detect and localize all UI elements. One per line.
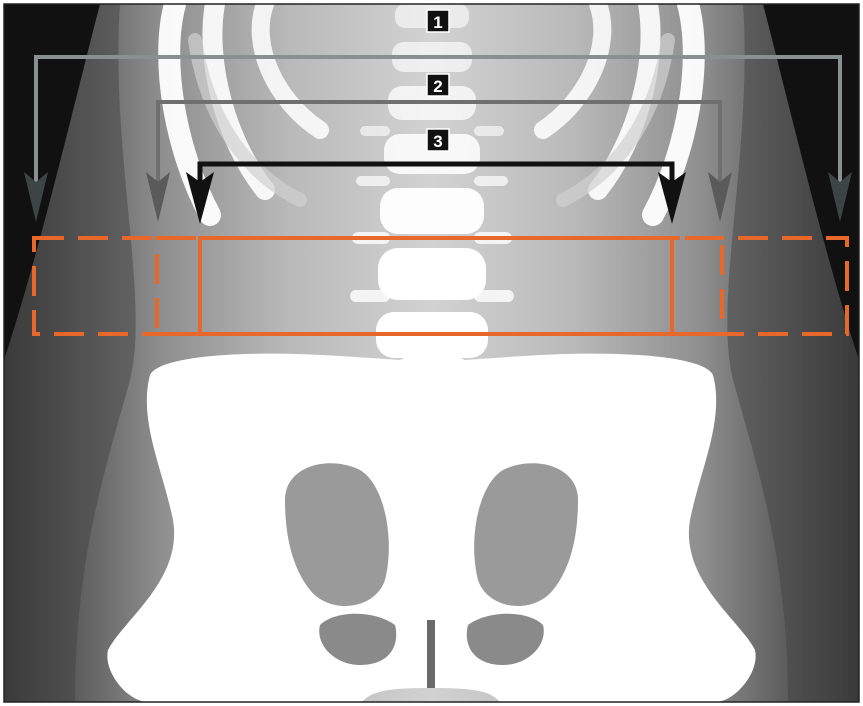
- marker-label-2: 2: [433, 77, 442, 96]
- marker-badge-2: 2: [427, 74, 449, 96]
- marker-label-3: 3: [433, 132, 442, 151]
- marker-badge-1: 1: [427, 10, 449, 32]
- marker-label-1: 1: [433, 13, 442, 32]
- marker-badge-3: 3: [427, 129, 449, 151]
